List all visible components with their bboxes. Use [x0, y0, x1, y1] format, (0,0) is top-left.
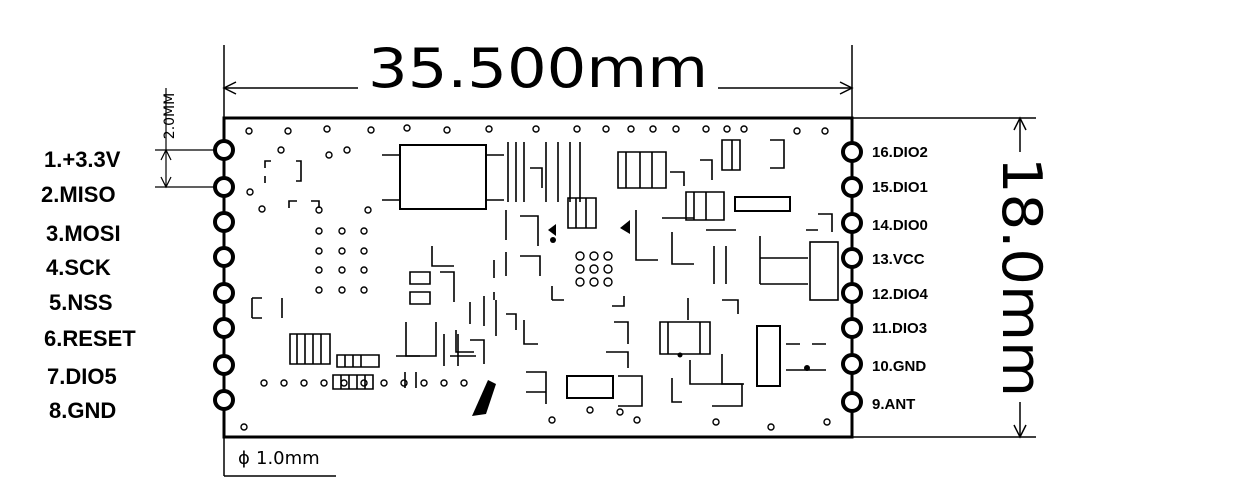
pin-label-14: 14.DIO0	[872, 217, 928, 234]
qfn-pads	[575, 251, 613, 287]
pin-label-9: 9.ANT	[872, 396, 915, 413]
pin-pad-5	[213, 282, 235, 304]
pin-label-2: 2.MISO	[41, 182, 116, 207]
pin-label-6: 6.RESET	[44, 326, 136, 351]
pitch-arrow-top	[160, 148, 172, 161]
pin-label-12: 12.DIO4	[872, 286, 929, 303]
left-pin-labels: 1.+3.3V 2.MISO 3.MOSI 4.SCK 5.NSS 6.RESE…	[41, 147, 136, 423]
pitch-arrow-bottom	[160, 176, 172, 189]
pin-pad-4	[213, 246, 235, 268]
pin-pad-10	[841, 353, 863, 375]
pin-pad-15	[841, 176, 863, 198]
height-label: 18.0mm	[990, 157, 1053, 397]
pin-pad-16	[841, 141, 863, 163]
left-pin-pads	[213, 139, 235, 411]
pin-pad-3	[213, 211, 235, 233]
pin-label-8: 8.GND	[49, 398, 116, 423]
pin-pad-7	[213, 354, 235, 376]
pitch-label: 2.0MM	[162, 93, 178, 139]
via-grid	[246, 188, 372, 294]
pin-pad-8	[213, 389, 235, 411]
pin-label-15: 15.DIO1	[872, 179, 928, 196]
width-arrow-right	[839, 81, 854, 95]
height-arrow-top	[1013, 116, 1027, 131]
pin-label-7: 7.DIO5	[47, 364, 117, 389]
pin-pad-12	[841, 282, 863, 304]
pin-pad-13	[841, 247, 863, 269]
width-arrow-left	[222, 81, 237, 95]
pin-pad-6	[213, 317, 235, 339]
pin-label-3: 3.MOSI	[46, 221, 121, 246]
crystal-component	[399, 144, 487, 210]
pitch-dimension: 2.0MM	[155, 88, 224, 189]
pin-pad-9	[841, 391, 863, 413]
pin-label-5: 5.NSS	[49, 290, 113, 315]
bottom-component	[566, 375, 614, 399]
height-dimension: 18.0mm	[852, 116, 1054, 439]
pin-pad-1	[213, 139, 235, 161]
pin-label-11: 11.DIO3	[872, 320, 927, 337]
height-arrow-bottom	[1013, 424, 1027, 439]
width-label: 35.500mm	[368, 37, 708, 100]
pin-pad-2	[213, 176, 235, 198]
pin-label-16: 16.DIO2	[872, 144, 928, 161]
pin-pad-14	[841, 212, 863, 234]
pin-label-1: 1.+3.3V	[44, 147, 121, 172]
hole-diameter-symbol: ϕ	[238, 448, 250, 469]
width-label-backdrop	[358, 40, 718, 96]
hole-diameter-dimension: ϕ 1.0mm	[223, 437, 336, 477]
right-pin-pads	[841, 141, 863, 413]
pin-label-4: 4.SCK	[46, 255, 111, 280]
right-pin-labels: 16.DIO2 15.DIO1 14.DIO0 13.VCC 12.DIO4 1…	[872, 144, 929, 413]
top-via-row	[245, 124, 829, 159]
inductor-component	[809, 241, 839, 301]
height-label-backdrop	[994, 152, 1054, 402]
module-outline	[222, 116, 854, 439]
pin-label-13: 13.VCC	[872, 251, 925, 268]
oblong-pad	[734, 196, 791, 212]
width-dimension: 35.500mm	[222, 37, 854, 118]
hole-diameter-label: 1.0mm	[256, 448, 320, 469]
pin-label-10: 10.GND	[872, 358, 926, 375]
pcb-component-artwork	[240, 124, 839, 431]
tall-component	[756, 325, 781, 387]
pin-pad-11	[841, 317, 863, 339]
